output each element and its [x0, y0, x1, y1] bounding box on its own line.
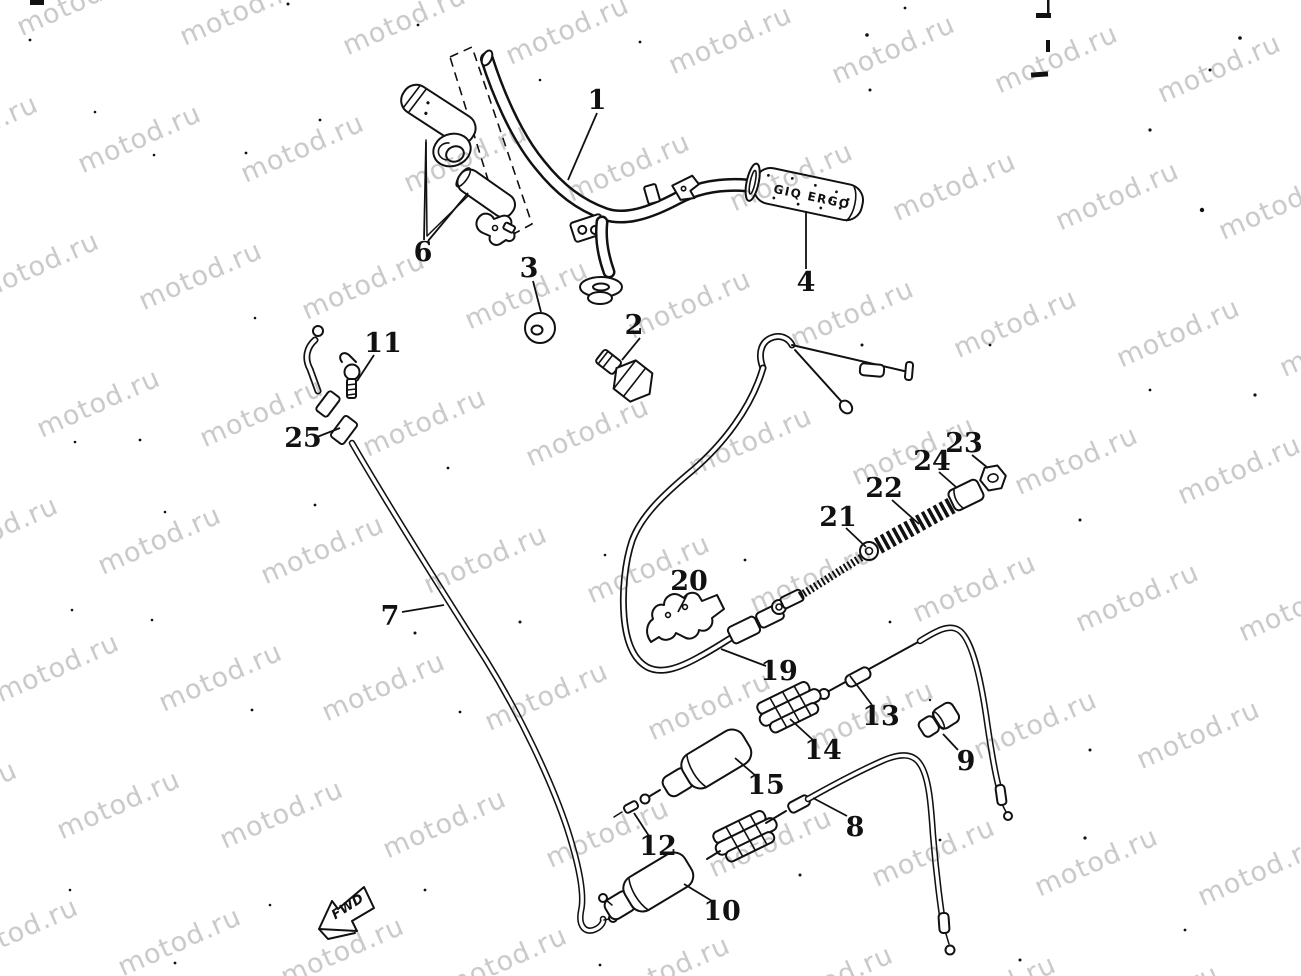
parts-diagram-page: motod.ru motod.ru: [0, 0, 1301, 976]
handlebar-cable-diagram: motod.ru motod.ru: [0, 0, 1301, 976]
watermark-layer: [0, 0, 1301, 976]
